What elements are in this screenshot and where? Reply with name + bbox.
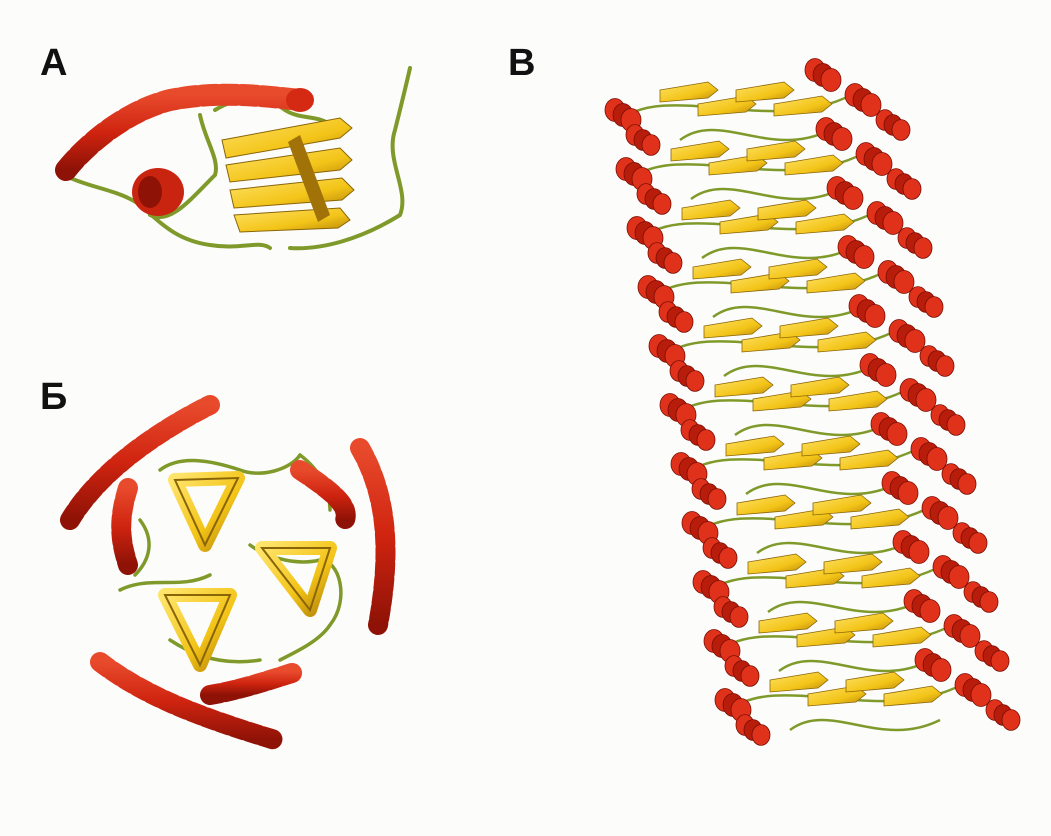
panel-c-fibril [605,59,1020,746]
trimer-sheet-1 [175,478,238,545]
fibril-layer [682,472,987,569]
fibril-layer [660,354,965,451]
trimer-sheet-2 [262,548,330,610]
panel-label-b: Б [40,378,67,416]
beta-sheet [222,118,354,232]
fibril-layer [649,295,954,392]
fibril-layer [605,59,910,156]
panel-label-a: А [40,44,67,82]
panel-a-monomer [66,68,410,248]
fibril-layer [627,177,932,274]
fibril-layer [616,118,921,215]
fibril-layer [638,236,943,333]
fibril-layer [704,590,1009,687]
fibril-layer [671,413,976,510]
fibril-layer [693,531,998,628]
fibril-layer [715,649,1020,746]
panel-label-c: В [508,44,535,82]
panel-b-trimer [70,405,385,740]
trimer-sheet-3 [165,595,230,665]
